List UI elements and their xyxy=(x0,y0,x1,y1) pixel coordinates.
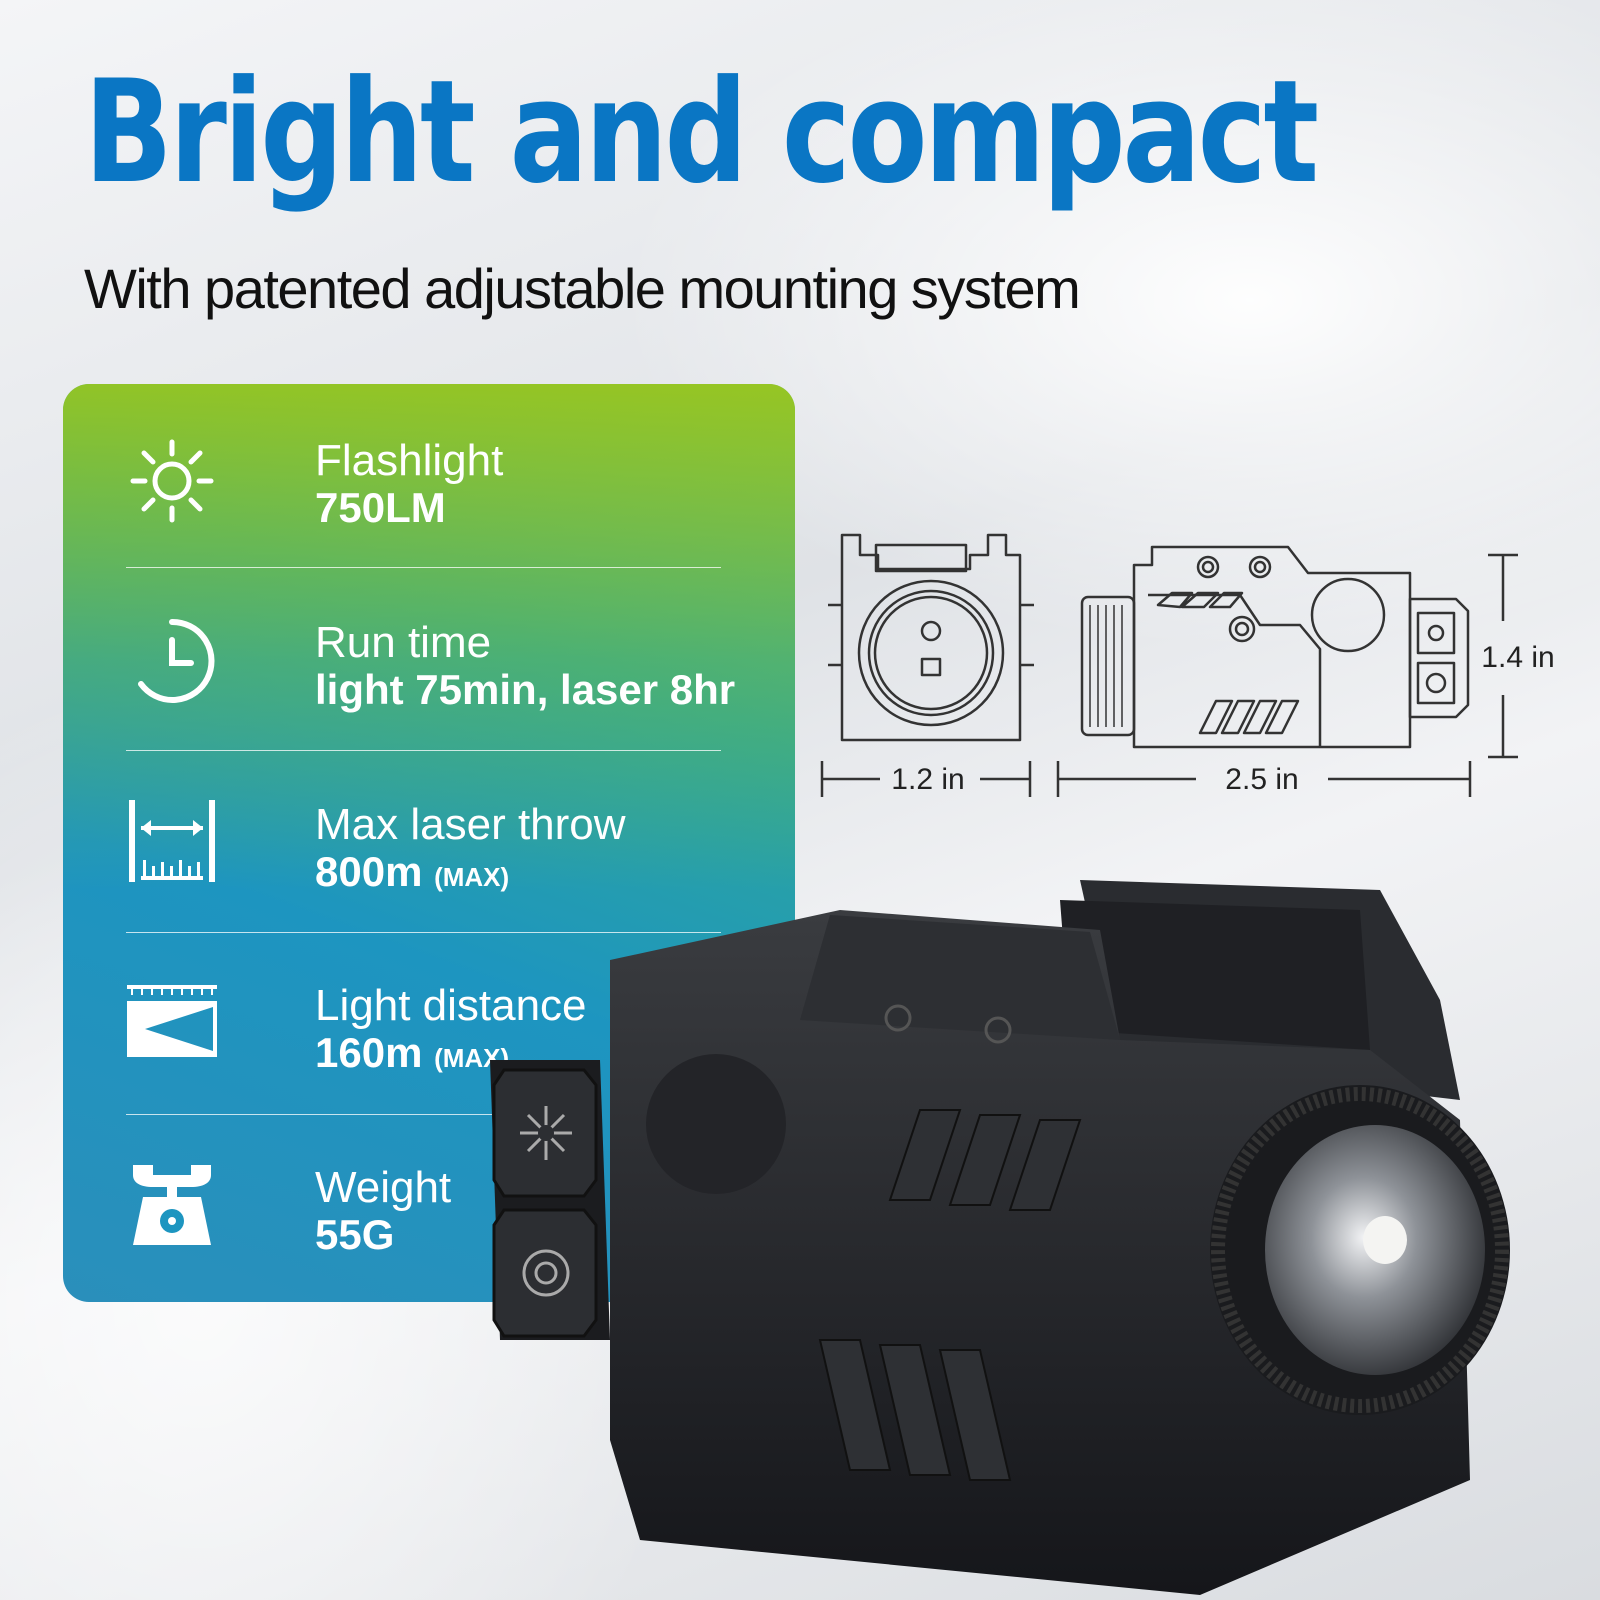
clock-icon xyxy=(138,618,215,703)
spec-value: 800m (MAX) xyxy=(315,848,510,895)
spec-light-distance: Light distance 160m (MAX) xyxy=(127,977,727,1097)
ruler-icon xyxy=(129,800,215,882)
spec-value: 750LM xyxy=(315,484,446,531)
spec-flashlight: Flashlight 750LM xyxy=(127,432,727,552)
spec-laser-throw: Max laser throw 800m (MAX) xyxy=(127,796,727,916)
sun-icon xyxy=(130,439,214,523)
spec-value: light 75min, laser 8hr xyxy=(315,666,736,713)
product-image xyxy=(490,880,1510,1595)
page-title: Bright and compact xyxy=(84,50,1319,215)
spec-label: Flashlight xyxy=(315,436,504,485)
scale-icon xyxy=(133,1165,211,1245)
spec-label: Weight xyxy=(315,1163,452,1212)
dimension-diagram: 1.2 in 2.5 in 1.4 in xyxy=(820,533,1555,797)
dim-length-label: 2.5 in xyxy=(1225,763,1298,796)
spec-value: 160m (MAX) xyxy=(315,1029,510,1076)
page-subtitle: With patented adjustable mounting system xyxy=(84,257,1081,320)
spec-label: Run time xyxy=(315,618,492,667)
spec-value: 55G xyxy=(315,1211,395,1258)
spec-weight: Weight 55G xyxy=(127,1159,727,1279)
dim-height-label: 1.4 in xyxy=(1481,641,1554,674)
divider xyxy=(126,567,721,568)
flashlight-head xyxy=(1210,1085,1510,1415)
divider xyxy=(126,932,721,933)
spec-run-time: Run time light 75min, laser 8hr xyxy=(127,614,735,734)
spec-label: Max laser throw xyxy=(315,800,626,849)
spec-label: Light distance xyxy=(315,981,587,1030)
control-buttons xyxy=(490,1060,610,1340)
divider xyxy=(126,750,721,751)
dim-width-label: 1.2 in xyxy=(891,763,964,796)
divider xyxy=(126,1114,496,1115)
beam-icon xyxy=(127,985,217,1057)
